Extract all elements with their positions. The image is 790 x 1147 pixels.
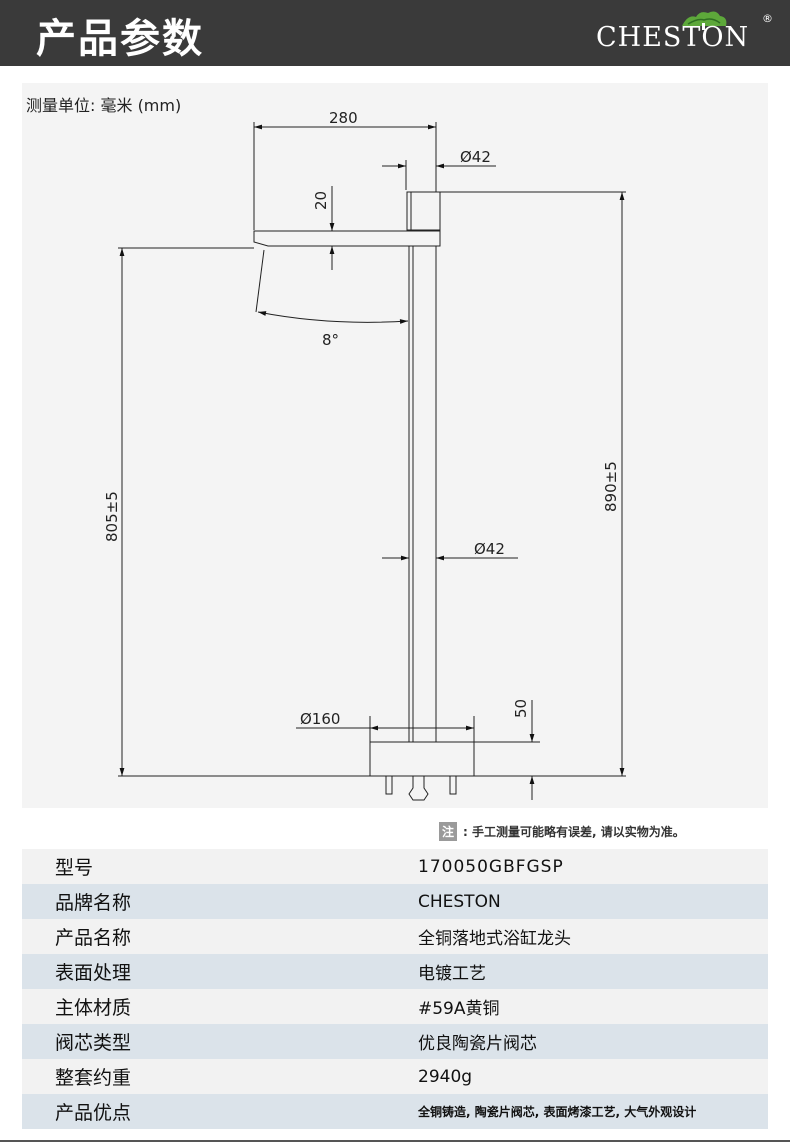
dim-label-160: Ø160	[300, 710, 340, 728]
spec-value: CHESTON	[418, 891, 501, 912]
spec-label: 产品优点	[55, 1102, 132, 1124]
page-title: 产品参数	[36, 16, 204, 62]
spec-row-weight: 整套约重 2940g	[22, 1059, 768, 1094]
spec-label: 型号	[55, 857, 94, 879]
faucet-dimension-drawing: 280 Ø42 20 8° 805±5 890±5 Ø42 Ø160 50	[103, 109, 626, 801]
spec-value: 2940g	[418, 1066, 473, 1087]
spec-row-material: 主体材质 #59A黄铜	[22, 989, 768, 1024]
dim-label-8: 8°	[322, 331, 339, 349]
dim-label-20: 20	[312, 191, 330, 210]
spec-value: 全铜落地式浴缸龙头	[418, 929, 571, 949]
drawing-area	[22, 83, 768, 808]
dim-label-890: 890±5	[602, 461, 620, 512]
measurement-note: 注 : 手工测量可能略有误差, 请以实物为准。	[439, 822, 685, 841]
spec-value: 170050GBFGSP	[418, 856, 564, 877]
spec-label: 品牌名称	[55, 892, 132, 914]
header-bar: 产品参数 CHESTON ®	[0, 0, 790, 66]
dim-label-pipe-diameter: Ø42	[474, 540, 505, 558]
spec-value: 电镀工艺	[418, 964, 486, 984]
spec-row-brand: 品牌名称 CHESTON	[22, 884, 768, 919]
base-cylinder	[369, 741, 475, 777]
tree-icon	[682, 11, 727, 30]
spec-label: 表面处理	[55, 962, 132, 984]
spec-label: 整套约重	[55, 1067, 132, 1089]
brand-logo: CHESTON ®	[596, 11, 776, 56]
brand-name: CHESTON	[596, 22, 750, 53]
dim-label-280: 280	[329, 109, 358, 127]
dim-arc-8	[257, 311, 409, 324]
note-badge: 注	[439, 822, 458, 841]
spec-label: 产品名称	[55, 927, 132, 949]
spec-row-finish: 表面处理 电镀工艺	[22, 954, 768, 989]
top-handle	[406, 191, 441, 231]
spec-value: 优良陶瓷片阀芯	[418, 1034, 537, 1054]
spec-value: #59A黄铜	[418, 999, 500, 1019]
spout-body	[253, 230, 441, 247]
spec-row-advantages: 产品优点 全铜铸造, 陶瓷片阀芯, 表面烤漆工艺, 大气外观设计	[22, 1094, 768, 1129]
unit-label: 测量单位: 毫米 (mm)	[26, 96, 182, 115]
dim-label-805: 805±5	[103, 491, 121, 542]
dim-label-top-diameter: Ø42	[460, 148, 491, 166]
spec-table: 型号 170050GBFGSP 品牌名称 CHESTON 产品名称 全铜落地式浴…	[22, 849, 768, 1129]
bottom-divider	[0, 1140, 790, 1142]
spec-label: 主体材质	[55, 997, 132, 1019]
spec-value: 全铜铸造, 陶瓷片阀芯, 表面烤漆工艺, 大气外观设计	[418, 1105, 697, 1119]
spec-label: 阀芯类型	[55, 1032, 132, 1054]
dim-label-50: 50	[512, 699, 530, 718]
spec-row-product-name: 产品名称 全铜落地式浴缸龙头	[22, 919, 768, 954]
registered-mark: ®	[762, 12, 773, 25]
spec-row-model: 型号 170050GBFGSP	[22, 849, 768, 884]
note-text: : 手工测量可能略有误差, 请以实物为准。	[463, 825, 685, 839]
spec-row-valve: 阀芯类型 优良陶瓷片阀芯	[22, 1024, 768, 1059]
